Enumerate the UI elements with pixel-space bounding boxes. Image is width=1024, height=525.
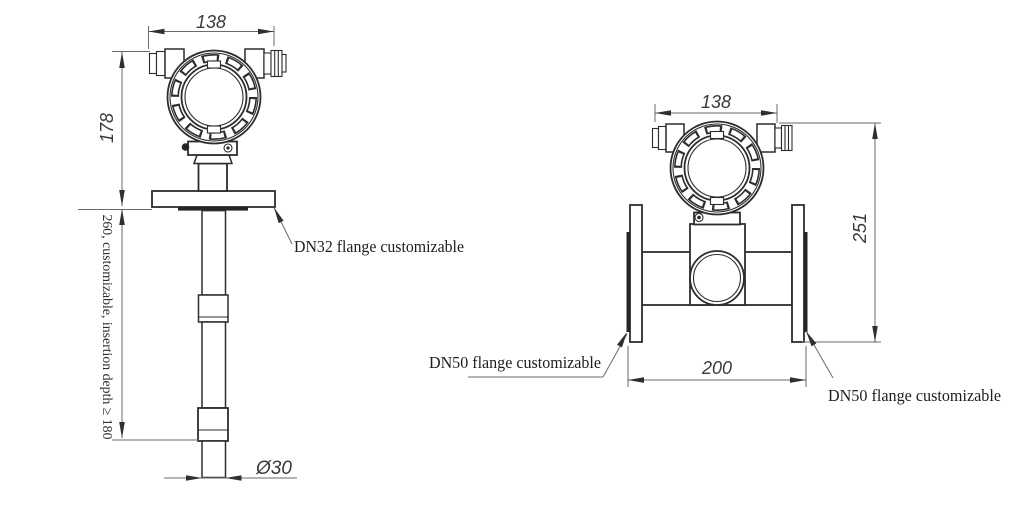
bezel-clamp-top [206, 60, 222, 69]
inline-meter-view [626, 120, 808, 343]
insertion-meter-view [148, 48, 287, 479]
dim-text-head-width-right: 138 [701, 92, 731, 112]
dim-text-probe-diameter: Ø30 [255, 458, 292, 479]
dim-flange-to-flange: 200 [627, 346, 807, 387]
sensor-window [689, 250, 745, 306]
label-dn32-flange: DN32 flange customizable [294, 237, 464, 256]
leader-dn50-flange-left: DN50 flange customizable [429, 332, 628, 378]
leader-dn50-flange-right: DN50 flange customizable [805, 330, 1001, 405]
transmitter-neck [181, 140, 238, 192]
dimensions-right-view: 138 251 200 DN50 flange customizable [429, 92, 1001, 405]
flange-left-dn50 [626, 204, 643, 343]
label-dn50-flange-right: DN50 flange customizable [828, 386, 1001, 405]
dim-head-height: 178 [97, 51, 150, 206]
ground-screw-icon [181, 143, 190, 151]
sensor-block [689, 223, 746, 306]
bezel-clamp-top [709, 130, 725, 140]
cable-gland-right [756, 123, 793, 153]
leader-dn32-flange: DN32 flange customizable [273, 207, 464, 256]
transmitter-head [148, 48, 287, 145]
dim-overall-height: 251 [779, 122, 881, 343]
dim-head-width: 138 [148, 12, 275, 49]
dim-text-head-width-left: 138 [196, 12, 226, 32]
dim-text-flange-to-flange: 200 [701, 358, 732, 378]
process-flange-dn32 [151, 190, 276, 211]
dim-text-insertion: 260, customizable, insertion depth ≥ 180 [99, 215, 114, 440]
transmitter-head-right [651, 120, 793, 216]
dim-head-width-right: 138 [654, 92, 778, 123]
insertion-probe [197, 209, 229, 479]
dim-insertion-depth: 260, customizable, insertion depth ≥ 180 [78, 209, 199, 441]
dim-text-overall-height: 251 [850, 213, 870, 244]
dim-text-head-height: 178 [97, 113, 117, 143]
dimensions-left-view: 138 178 260, customizable, insertion dep… [78, 12, 464, 481]
bezel-clamp-bottom [709, 196, 725, 206]
flange-right-dn50 [791, 204, 808, 343]
dim-probe-diameter: Ø30 [164, 458, 297, 481]
label-dn50-flange-left: DN50 flange customizable [429, 353, 601, 372]
bezel-clamp-bottom [206, 125, 222, 134]
